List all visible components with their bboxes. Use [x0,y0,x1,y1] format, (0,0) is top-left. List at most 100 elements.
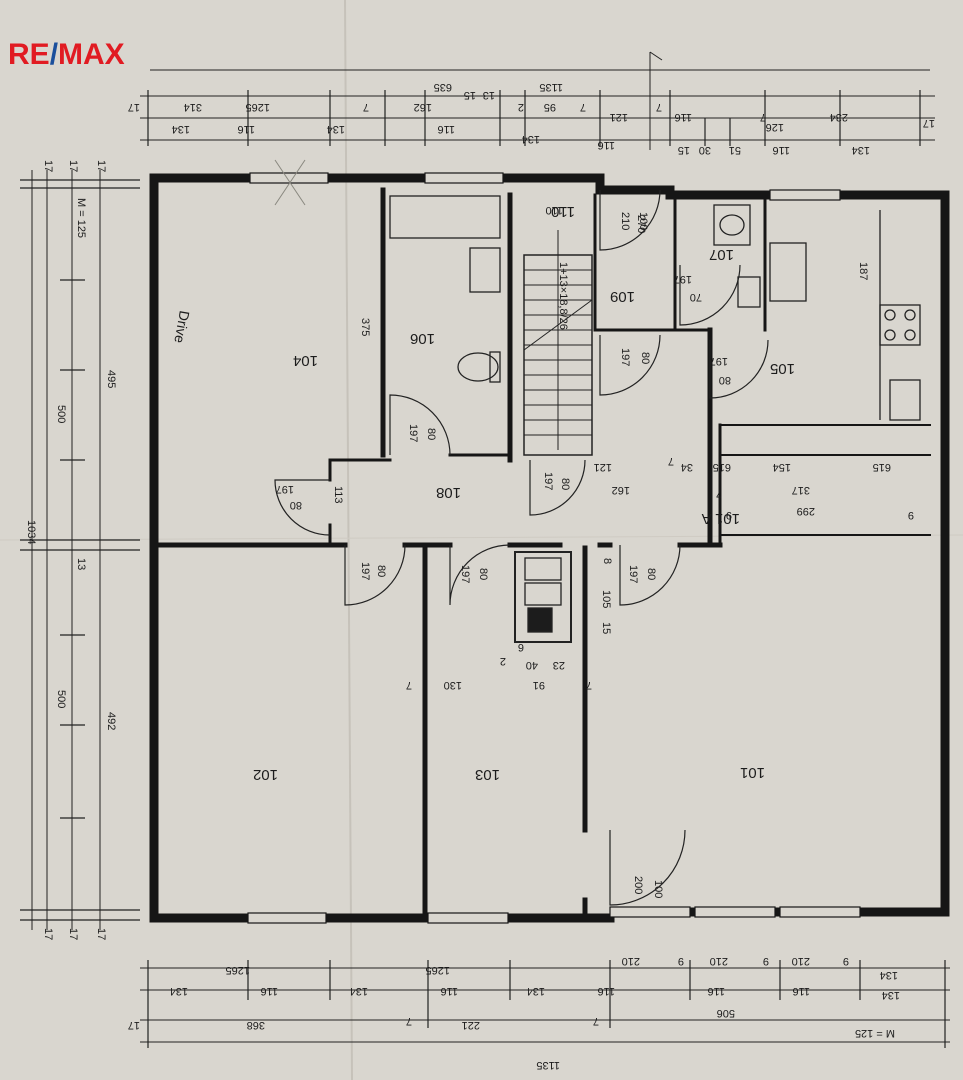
dimension-label: 500 [55,405,67,423]
door-108-width: 80 [559,478,571,490]
dimension-label: 17 [67,160,79,172]
dimension-label: 17 [67,928,79,940]
dimension-label: 17 [128,101,140,113]
fixtures [389,195,921,643]
dim-23: 23 [553,659,565,671]
dim-40: 40 [526,659,538,671]
dimension-label: 368 [247,1019,265,1031]
dimension-label: 234 [830,111,848,123]
remax-logo: RE/MAX [8,38,125,71]
door-106-height: 197 [407,424,419,442]
dimension-label: 210 [710,955,728,967]
dimension-label: 17 [95,928,107,940]
dimension-label: 116 [237,123,255,135]
dim-375: 375 [359,318,371,336]
door-110-width: 100 [637,212,649,230]
dimension-label: M = 125 [75,198,87,238]
dimension-label: M = 125 [855,1027,895,1039]
door-109-width: 80 [639,352,651,364]
dim-299: 299 [797,505,815,517]
dim-113: 113 [332,486,344,504]
dim-15: 15 [600,622,612,634]
dimension-label: 221 [462,1019,480,1031]
room-108: 108 [436,484,461,501]
door-102-width: 80 [375,565,387,577]
dim-130: 130 [444,679,462,691]
dimension-label: 30 [699,144,711,156]
dimension-label: 7 [593,1015,599,1027]
dimension-label: 7 [363,101,369,113]
door-110-height: 210 [619,212,631,230]
dim-615b: 615 [873,461,891,473]
door-entry-width: 100 [652,880,664,898]
room-107: 107 [709,246,734,263]
dim-7b: 7 [586,679,592,691]
door-108-height: 197 [542,472,554,490]
dimension-label: 7 [656,101,662,113]
dimension-label: 116 [597,985,615,997]
dimension-label: 13 [75,558,87,570]
room-103: 103 [475,766,500,783]
door-103-width: 80 [477,568,489,580]
top-dimensions: 17 314 1265 7 162 635 2 95 7 121 7 116 1… [128,81,935,156]
dimension-label: 314 [184,101,202,113]
dim-7d: 7 [716,487,722,499]
door-106-width: 80 [425,428,437,440]
dimension-label: 95 [544,101,556,113]
dimension-label: 17 [42,928,54,940]
dimension-label: 116 [792,985,810,997]
dimension-label: 1265 [426,964,450,976]
dimension-label: 1135 [539,81,563,93]
door-107-height: 197 [674,273,692,285]
dimension-label: 17 [923,117,935,129]
dim-162: 162 [612,484,630,496]
pencil-note: Drive [171,309,192,344]
door-entry-height: 200 [632,876,644,894]
door-104-width: 80 [290,499,302,511]
dimension-label: 210 [622,955,640,967]
dimension-label: 134 [852,144,870,156]
dimension-label: 15 [678,144,690,156]
dim-187: 187 [857,262,869,280]
dimension-label: 134 [527,985,545,997]
dimension-label: 9 [763,955,769,967]
dimension-label: 1265 [226,964,250,976]
dimension-label: 116 [440,985,458,997]
dimension-label: 134 [327,123,345,135]
dim-9a: 9 [726,509,732,521]
dimension-label: 2 [518,101,524,113]
dimension-label: 9 [678,955,684,967]
door-109-height: 197 [619,348,631,366]
walls [149,173,950,923]
dim-7a: 7 [406,679,412,691]
room-101: 101 [740,764,765,781]
dimension-label: 635 [434,81,452,93]
door-104-height: 197 [276,483,294,495]
door-101-height: 197 [627,565,639,583]
room-101a: 101 A [702,510,740,527]
dim-6: 6 [518,641,524,653]
dimension-label: 492 [105,712,117,730]
dimension-label: 134 [172,123,190,135]
room-104: 104 [293,352,318,369]
dimension-lines [20,51,950,1048]
door-101-width: 80 [645,568,657,580]
dimension-label: 7 [580,101,586,113]
dimension-label: 116 [674,111,692,123]
pencil-marks [274,159,306,206]
dimension-label: 134 [882,989,900,1001]
dimension-label: 116 [597,139,615,151]
stairs-label: 1+13×18,8/26 [557,262,569,330]
dimension-label: 1034 [25,520,37,544]
dim-121: 121 [594,461,612,473]
room-labels: 104 106 108 109 107 105 101 A 110 102 10… [253,203,795,783]
dim-2: 2 [500,655,506,667]
dim-91: 91 [533,679,545,691]
room-105: 105 [770,360,795,377]
dimension-label: 51 [729,144,741,156]
dim-105: 105 [600,590,612,608]
dimension-label: 9 [843,955,849,967]
door-103-height: 197 [459,565,471,583]
dimension-label: 134 [350,985,368,997]
